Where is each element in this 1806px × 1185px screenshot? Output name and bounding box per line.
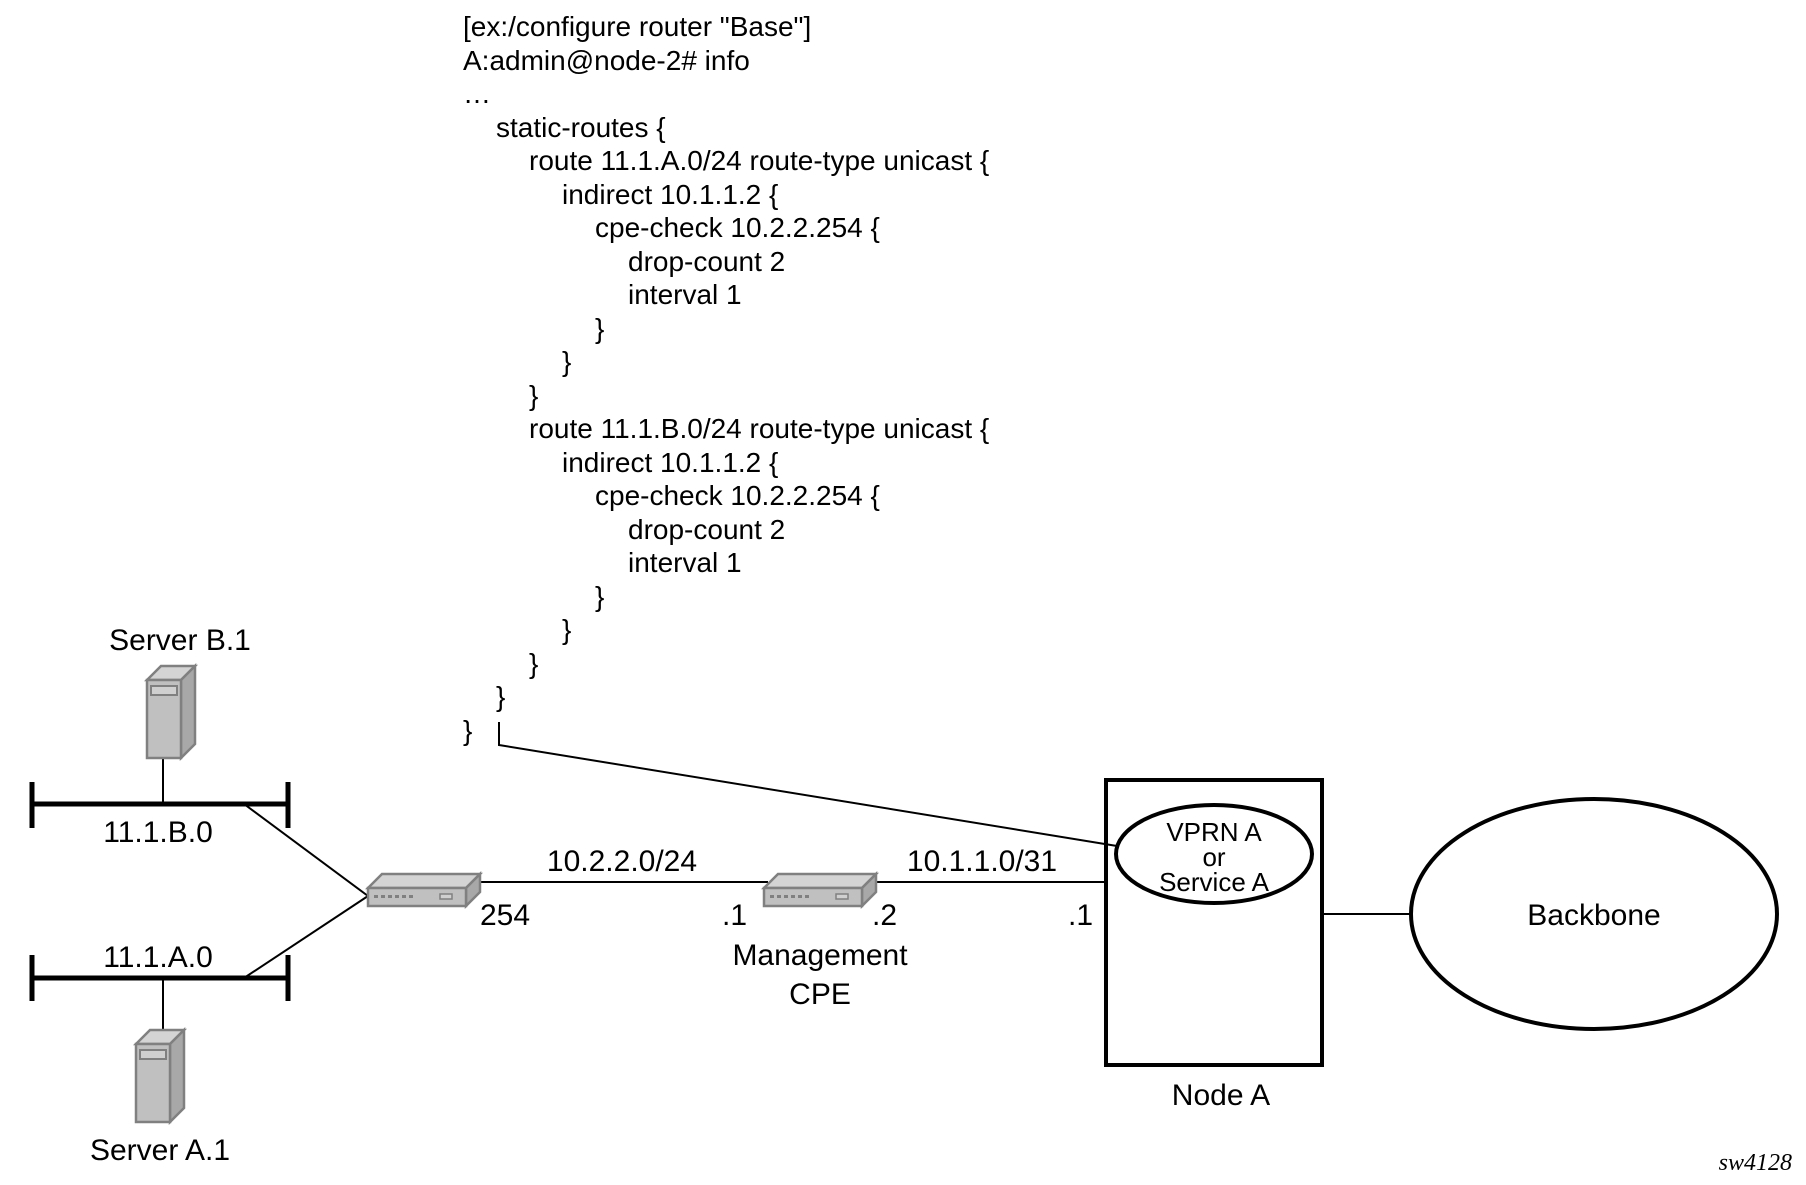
link-cpe-subnet-label: 10.2.2.0/24 xyxy=(547,845,697,878)
config-callout-line xyxy=(498,722,1118,847)
vprn-label-line2: or xyxy=(1202,842,1225,872)
config-line: … xyxy=(463,78,491,109)
link-lan-b-to-router xyxy=(243,803,369,897)
config-line: indirect 10.1.1.2 { xyxy=(562,446,779,478)
vprn-service-ellipse xyxy=(1114,803,1314,905)
link-lan-a-to-router xyxy=(243,895,369,979)
config-line: } xyxy=(595,312,605,344)
server-b-label: Server B.1 xyxy=(109,624,251,657)
node-interface-label: .1 xyxy=(1068,899,1093,932)
config-line: } xyxy=(562,346,572,377)
vprn-label-line3: Service A xyxy=(1159,867,1269,897)
config-line: } xyxy=(595,580,605,612)
config-line: } xyxy=(529,379,539,411)
config-line: } xyxy=(529,647,539,679)
server-b-icon xyxy=(145,664,197,760)
cpe-right-interface-label: .2 xyxy=(872,899,897,932)
config-line: static-routes { xyxy=(496,111,666,143)
config-line: interval 1 xyxy=(628,279,742,310)
cpe-label-line2: CPE xyxy=(789,978,851,1011)
config-line: cpe-check 10.2.2.254 { xyxy=(595,212,880,243)
config-line: drop-count 2 xyxy=(628,513,786,545)
config-line: A:admin@node-2# info xyxy=(463,44,750,76)
backbone-cloud xyxy=(1409,797,1779,1031)
config-line: } xyxy=(562,614,572,645)
subnet-a-label: 11.1.A.0 xyxy=(103,941,213,974)
server-a-label: Server A.1 xyxy=(90,1134,230,1167)
management-cpe-icon xyxy=(762,872,878,908)
router-icon xyxy=(366,872,482,908)
subnet-b-label: 11.1.B.0 xyxy=(103,816,213,849)
server-a-icon xyxy=(134,1028,186,1124)
config-listing: [ex:/configure router "Base"]A:admin@nod… xyxy=(463,10,989,747)
config-line: interval 1 xyxy=(628,547,742,578)
cpe-label-line1: Management xyxy=(732,939,908,972)
config-line: } xyxy=(496,681,506,712)
node-a-label: Node A xyxy=(1172,1079,1270,1112)
config-line: drop-count 2 xyxy=(628,245,786,277)
link-node-subnet-label: 10.1.1.0/31 xyxy=(907,845,1057,878)
cpe-left-interface-label: .1 xyxy=(722,899,747,932)
backbone-label: Backbone xyxy=(1527,899,1660,932)
vprn-label-line1: VPRN A xyxy=(1166,817,1262,847)
config-line: route 11.1.B.0/24 route-type unicast { xyxy=(529,413,990,444)
config-line: cpe-check 10.2.2.254 { xyxy=(595,480,880,511)
config-line: } xyxy=(463,714,473,746)
config-line: indirect 10.1.1.2 { xyxy=(562,178,779,210)
config-line: route 11.1.A.0/24 route-type unicast { xyxy=(529,145,990,176)
node-a-box xyxy=(1104,778,1324,1067)
router-interface-label: 254 xyxy=(480,899,530,932)
config-line: [ex:/configure router "Base"] xyxy=(463,11,812,42)
figure-id: sw4128 xyxy=(1719,1150,1792,1176)
